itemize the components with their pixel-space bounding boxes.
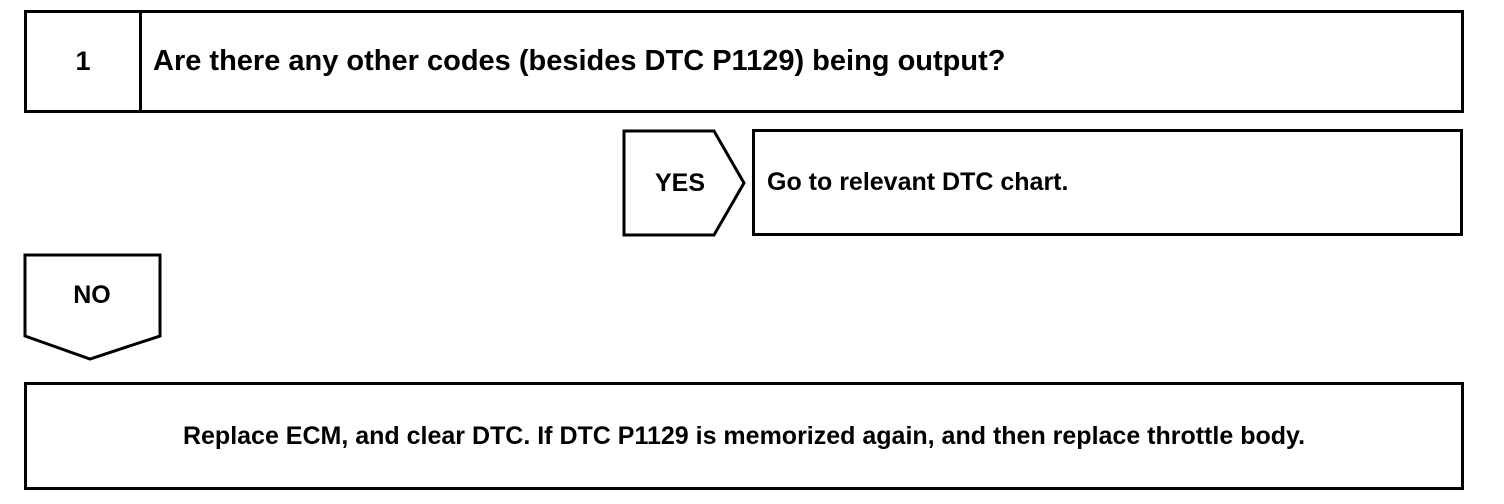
no-arrow-tag [23, 253, 162, 361]
step-question: Are there any other codes (besides DTC P… [153, 45, 1006, 77]
no-label: NO [73, 280, 111, 309]
yes-action-text: Go to relevant DTC chart. [767, 168, 1069, 196]
yes-arrow-tag [622, 129, 746, 237]
step-box: 1 Are there any other codes (besides DTC… [24, 10, 1464, 113]
yes-action-box: Go to relevant DTC chart. [752, 129, 1463, 236]
step-number: 1 [27, 13, 142, 110]
no-action-box: Replace ECM, and clear DTC. If DTC P1129… [24, 382, 1464, 490]
yes-label: YES [654, 168, 706, 197]
no-action-text: Replace ECM, and clear DTC. If DTC P1129… [182, 421, 1306, 450]
